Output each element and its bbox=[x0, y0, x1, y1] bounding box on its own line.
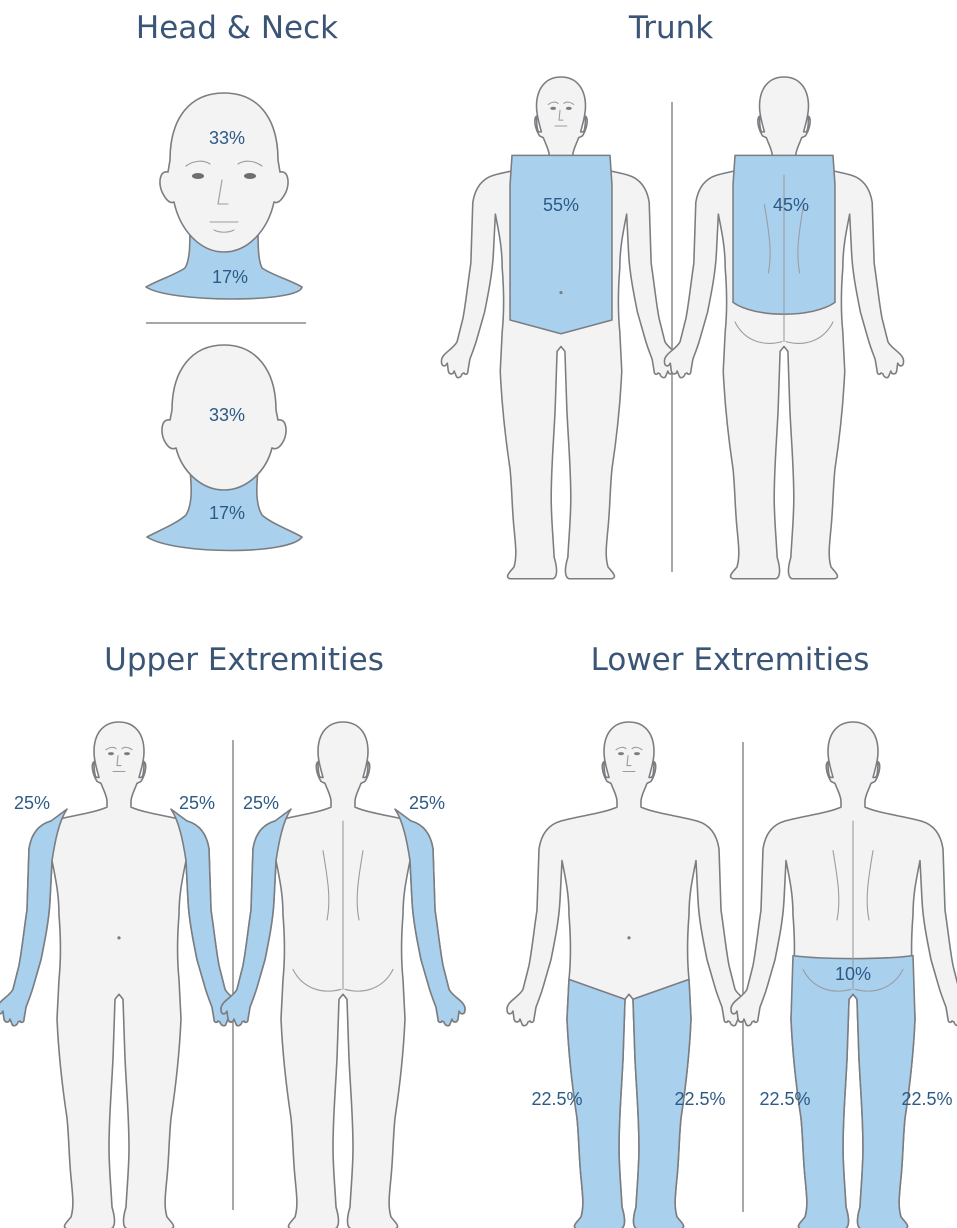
upper-extremities-title: Upper Extremities bbox=[104, 642, 384, 678]
lower-extremities-title: Lower Extremities bbox=[591, 642, 870, 678]
upper-back-right-arm-pct: 25% bbox=[409, 793, 445, 813]
lower-front-figure bbox=[507, 722, 751, 1228]
trunk-back-pct: 45% bbox=[773, 195, 809, 215]
front-neck-pct: 17% bbox=[212, 267, 248, 287]
trunk-front-pct: 55% bbox=[543, 195, 579, 215]
head-neck-title: Head & Neck bbox=[136, 10, 338, 46]
front-head-pct: 33% bbox=[209, 128, 245, 148]
trunk-title: Trunk bbox=[628, 10, 713, 46]
lower-back-buttocks-pct: 10% bbox=[835, 964, 871, 984]
lower-back-left-leg-pct: 22.5% bbox=[759, 1089, 810, 1109]
back-neck-pct: 17% bbox=[209, 503, 245, 523]
lower-front-left-leg-pct: 22.5% bbox=[674, 1089, 725, 1109]
back-head-pct: 33% bbox=[209, 405, 245, 425]
upper-back-left-arm-pct: 25% bbox=[243, 793, 279, 813]
upper-front-left-arm-pct: 25% bbox=[179, 793, 215, 813]
lower-front-right-leg-pct: 22.5% bbox=[531, 1089, 582, 1109]
trunk-front-figure bbox=[441, 77, 680, 579]
trunk-back-figure bbox=[664, 77, 903, 579]
upper-front-right-arm-pct: 25% bbox=[14, 793, 50, 813]
lower-back-right-leg-pct: 22.5% bbox=[901, 1089, 952, 1109]
